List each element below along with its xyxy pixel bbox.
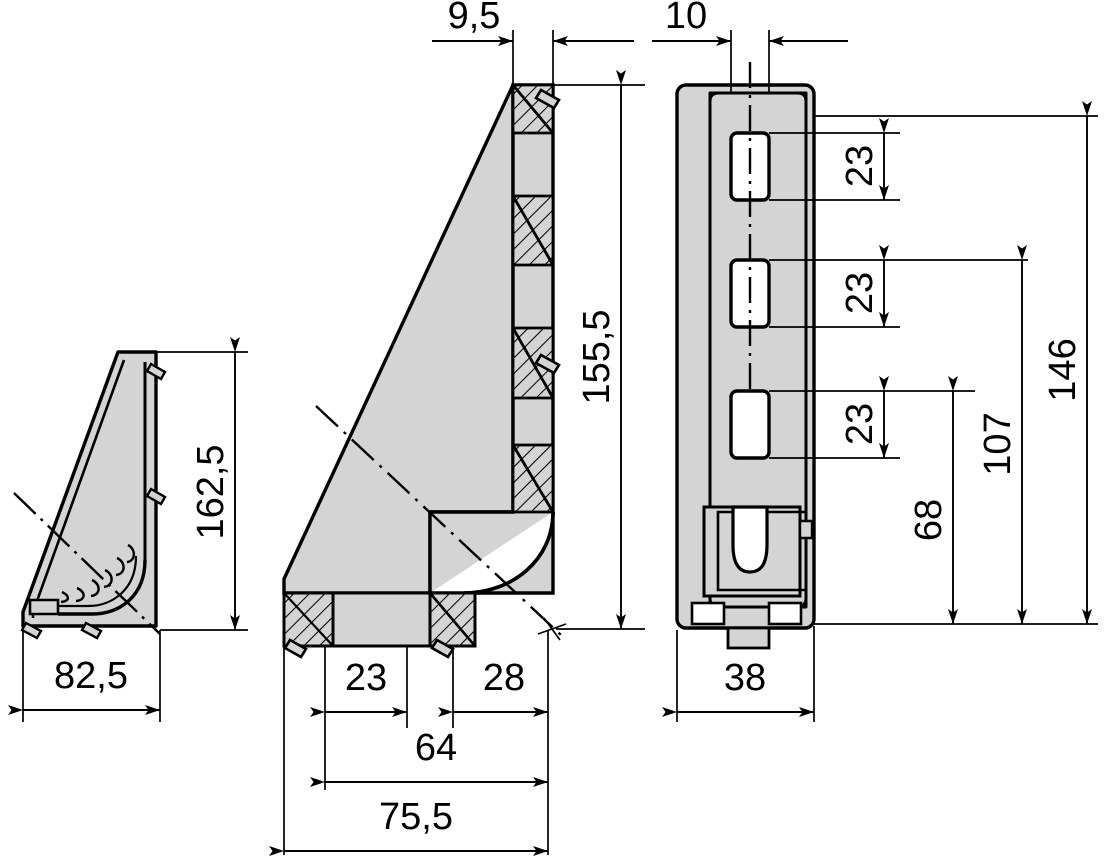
dim-label-68: 68 [908, 499, 950, 541]
middle-view-top-hook-tab [534, 88, 561, 375]
dim-label-38: 38 [724, 657, 766, 699]
right-view-bottom-recess-inner [716, 510, 808, 592]
dim-label-107: 107 [977, 412, 1019, 475]
middle-view-center-cross [537, 617, 567, 641]
middle-view-fillet-arc-outline [463, 511, 555, 595]
right-view-feet [690, 601, 803, 626]
right-view-inner-panel-round [708, 91, 808, 102]
dim-label-146: 146 [1042, 338, 1084, 401]
dim-label-slot3-23: 23 [839, 403, 881, 445]
left-view-bottom-ledge [28, 598, 60, 616]
dim-label-75-5: 75,5 [379, 796, 453, 838]
right-view-slot-3 [729, 389, 771, 460]
middle-view [282, 83, 567, 659]
middle-view-dimensions: 9,5 155,5 23 28 64 75,5 [269, 0, 645, 856]
right-view-bottom-lug [726, 626, 771, 650]
dim-label-9-5: 9,5 [448, 0, 501, 37]
left-view-serrations [60, 543, 136, 604]
dim-label-82-5: 82,5 [54, 655, 128, 697]
dim-label-28-mid: 28 [483, 657, 525, 699]
right-view-bottom-recess-tab [798, 519, 814, 540]
dim-label-slot2-23: 23 [839, 272, 881, 314]
dim-label-162-5: 162,5 [190, 444, 232, 539]
middle-view-hook-tabs [283, 638, 455, 659]
dim-label-10: 10 [665, 0, 707, 37]
right-view-keyhole [731, 505, 769, 574]
left-view-dimensions: 162,5 82,5 [8, 337, 248, 722]
dim-label-64: 64 [415, 727, 457, 769]
left-view [13, 350, 167, 640]
left-view-fillet-inner [58, 555, 138, 608]
left-view-hook-tabs [20, 362, 167, 640]
middle-view-chamfers [511, 84, 555, 513]
left-view-center-line [13, 492, 161, 635]
dim-label-23-mid: 23 [345, 657, 387, 699]
right-view [675, 62, 816, 650]
right-view-dimensions: 10 23 23 23 68 107 146 38 [652, 0, 1098, 722]
middle-view-foot [282, 591, 477, 648]
dim-label-155-5: 155,5 [576, 309, 618, 404]
left-view-fillet [58, 559, 147, 616]
middle-view-center-line [315, 405, 562, 636]
dim-label-slot1-23: 23 [839, 145, 881, 187]
